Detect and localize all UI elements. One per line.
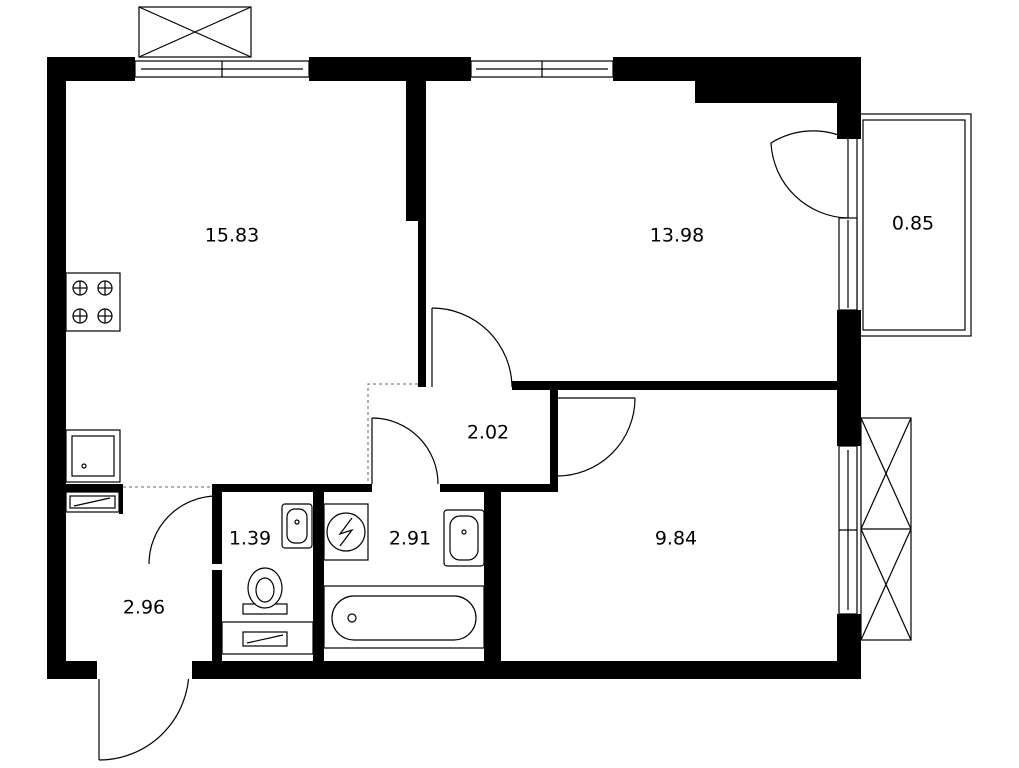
toilet-icon (242, 567, 288, 615)
door-balcony (770, 130, 849, 219)
kitchen-sink-icon (65, 429, 121, 483)
area-hall: 2.02 (467, 422, 509, 444)
balcony-right (856, 113, 972, 337)
toilet-sink-icon (281, 503, 313, 549)
area-entrance: 2.96 (123, 597, 165, 619)
bathroom-sink-icon (443, 509, 485, 567)
shelf-icon (65, 491, 120, 513)
area-balcony: 0.85 (892, 213, 934, 235)
door-toilet (148, 495, 218, 565)
window-top-left (134, 60, 310, 78)
door-bedroom (431, 307, 513, 388)
door-bathroom (371, 417, 439, 485)
walls (47, 57, 861, 679)
door-room-2 (555, 397, 636, 477)
area-bedroom: 13.98 (650, 225, 704, 247)
window-right-bottom (838, 445, 858, 615)
area-room-2: 9.84 (655, 528, 697, 550)
area-toilet: 1.39 (229, 528, 271, 550)
washing-machine-icon (323, 503, 369, 561)
area-bathroom: 2.91 (389, 528, 431, 550)
area-kitchen-living: 15.83 (205, 225, 259, 247)
balcony-box-top (138, 6, 252, 58)
bathtub-icon (323, 585, 485, 649)
door-entrance (97, 661, 192, 761)
zone-line-hall (367, 383, 418, 484)
stove-icon (65, 272, 121, 332)
window-balcony-door (838, 217, 858, 311)
toilet-shelf-icon (221, 621, 314, 655)
window-top-right (470, 60, 614, 78)
balcony-box-right (860, 417, 912, 641)
